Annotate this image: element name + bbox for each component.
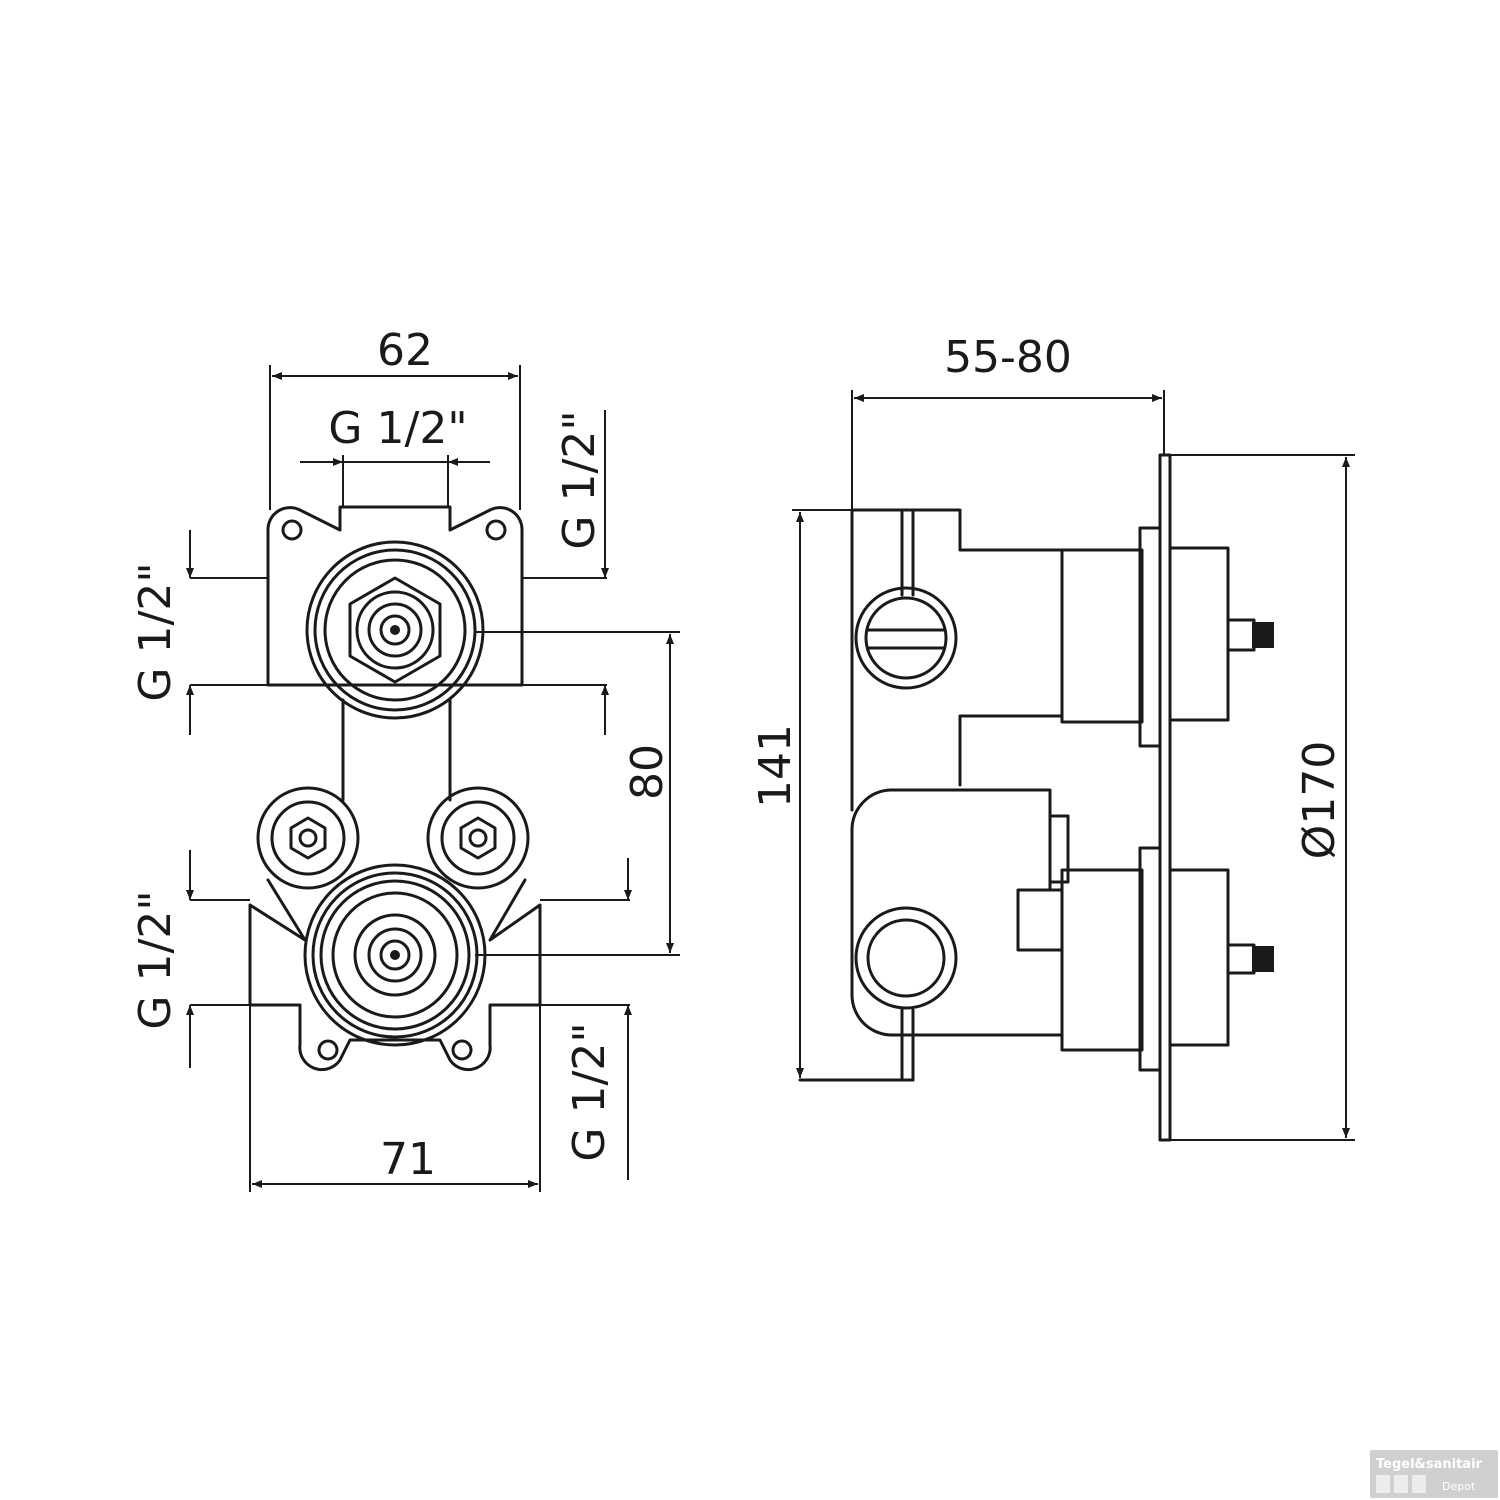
right-lower-connection-label: G 1/2" [564, 1022, 615, 1161]
top-right-connection-label: G 1/2" [554, 410, 605, 549]
top-width-label: 62 [377, 325, 433, 376]
top-connection-label: G 1/2" [328, 403, 467, 454]
left-lower-connection-label: G 1/2" [130, 890, 181, 1029]
watermark-sub: Depot [1442, 1480, 1476, 1493]
center-distance-label: 80 [622, 744, 673, 800]
depth-range-label: 55-80 [944, 332, 1072, 383]
watermark-brand: Tegel&sanitair [1376, 1457, 1483, 1472]
body-height-label: 141 [750, 724, 801, 808]
bottom-width-label: 71 [380, 1134, 436, 1185]
left-upper-connection-label: G 1/2" [130, 562, 181, 701]
plate-diameter-label: Ø170 [1294, 741, 1345, 860]
watermark-logo: Tegel&sanitair Depot [1370, 1450, 1498, 1498]
side-view: 55-80 141 Ø170 [750, 332, 1355, 1142]
front-view: 62 G 1/2" G 1/2" G 1/2" G 1/2" G 1/2" 80… [130, 325, 680, 1192]
